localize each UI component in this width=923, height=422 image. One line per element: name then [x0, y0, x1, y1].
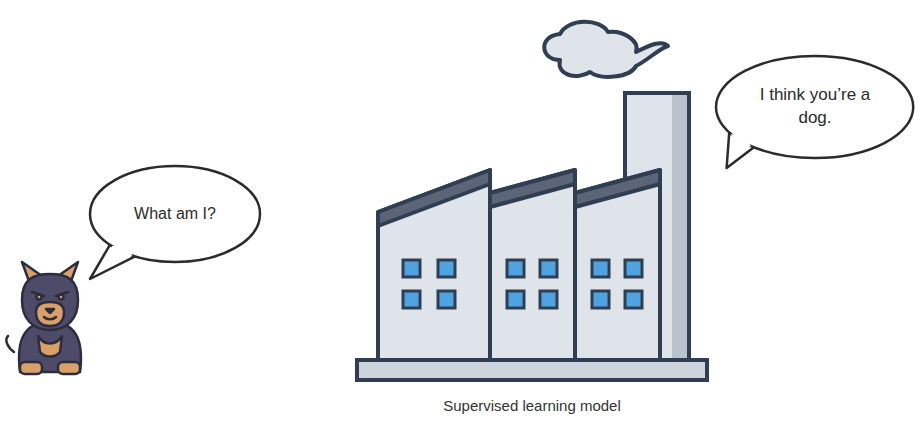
dog-figure [6, 262, 81, 374]
bubble-text: What am I? [134, 203, 216, 225]
factory-buildings [378, 170, 660, 360]
bubble-ellipse [716, 56, 913, 158]
factory-windows [403, 260, 642, 308]
bubble-text: I think you’re a dog. [753, 84, 878, 130]
speech-bubble: What am I? [88, 164, 262, 264]
bubble-join [731, 134, 751, 150]
bubble-ellipse [90, 166, 260, 262]
factory-base [357, 360, 707, 380]
smoke-cloud [544, 22, 668, 77]
speech-bubble: I think you’re a dog. [714, 54, 915, 160]
speech-bubble-outline [714, 54, 915, 160]
bubble-tail [90, 245, 135, 279]
caption-label: Supervised learning model [443, 397, 621, 414]
bubble-join [111, 246, 133, 261]
